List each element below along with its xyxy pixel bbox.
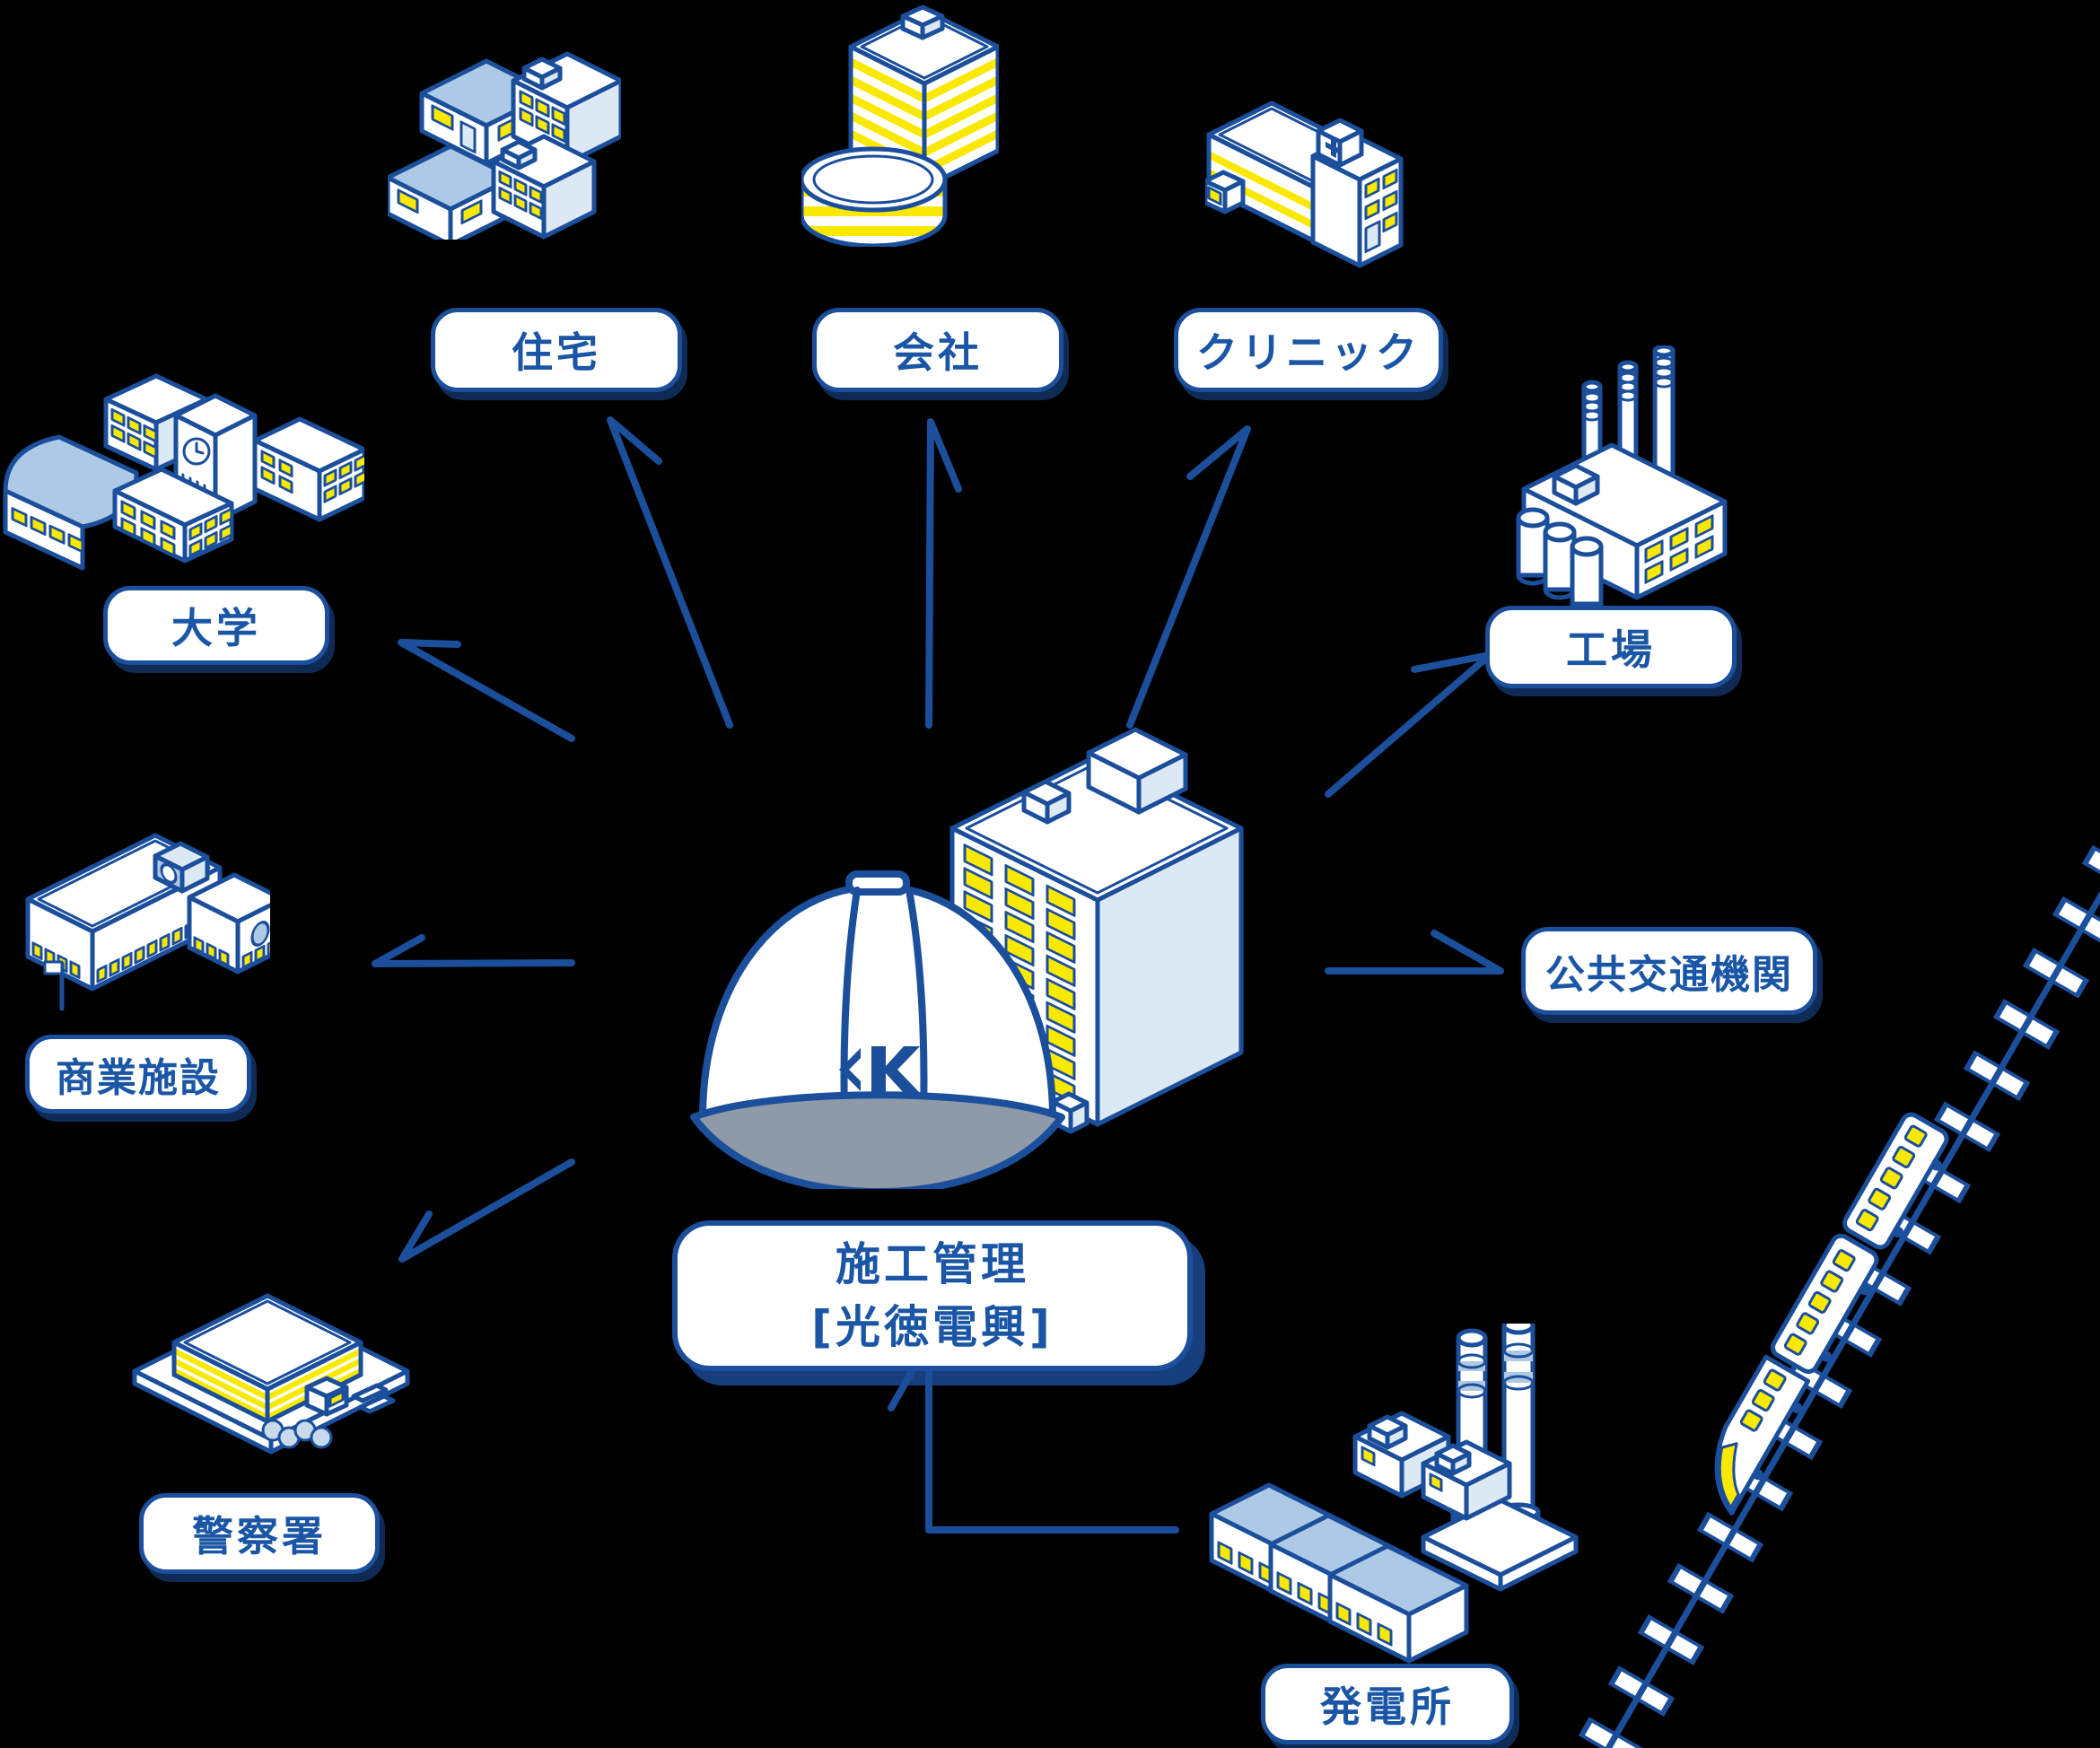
arrow-center-to-public-transport — [1325, 930, 1504, 975]
construction-management-icon — [690, 727, 1244, 1189]
university-icon — [3, 373, 364, 571]
node-label-public-transport-text: 公共交通機関 — [1545, 952, 1793, 998]
bush-icon — [261, 1419, 333, 1449]
node-label-university-text: 大学 — [171, 604, 261, 652]
arrow-center-to-factory — [1325, 651, 1493, 798]
medical-cross-icon — [1316, 118, 1364, 168]
node-label-company: 会社 — [812, 308, 1063, 392]
connection-arrows — [372, 416, 1504, 1534]
company-icon — [801, 4, 999, 247]
arrow-center-to-housing — [607, 416, 733, 729]
center-label-line1: 施工管理 — [836, 1238, 1029, 1290]
arrow-center-to-commercial — [372, 934, 575, 967]
turbine-hall-icon — [1327, 1543, 1469, 1664]
node-label-clinic: クリニック — [1174, 308, 1443, 392]
node-label-police-station: 警察署 — [139, 1493, 380, 1574]
gymnasium-icon — [3, 434, 139, 571]
center-label: 施工管理 [光徳電興] — [672, 1220, 1193, 1371]
factory-icon — [1516, 345, 1728, 615]
node-label-police-station-text: 警察署 — [192, 1512, 327, 1560]
kotoku-logo — [839, 1046, 920, 1093]
node-label-commercial-facility: 商業施設 — [25, 1035, 251, 1114]
arrow-center-to-clinic — [1126, 425, 1251, 729]
node-label-public-transport: 公共交通機関 — [1521, 927, 1817, 1015]
chimney-icon — [1581, 345, 1676, 490]
arrow-power-plant-to-center — [888, 1338, 1179, 1534]
node-label-housing: 住宅 — [431, 308, 682, 392]
node-label-factory: 工場 — [1485, 606, 1737, 688]
train-icon — [1714, 1112, 1949, 1516]
node-label-factory-text: 工場 — [1566, 625, 1656, 674]
arrow-center-to-company — [925, 418, 962, 729]
node-label-housing-text: 住宅 — [512, 328, 601, 377]
node-label-university: 大学 — [103, 586, 329, 665]
police-station-icon — [132, 1293, 410, 1455]
clinic-icon — [1205, 101, 1404, 268]
arrow-center-to-police — [398, 1158, 575, 1263]
node-label-commercial-facility-text: 商業施設 — [56, 1055, 221, 1101]
node-label-company-text: 会社 — [893, 328, 983, 377]
node-label-power-plant: 発電所 — [1261, 1664, 1514, 1744]
center-label-line2: [光徳電興] — [811, 1301, 1054, 1353]
clinic-tower — [1310, 118, 1404, 268]
commercial-facility-icon — [25, 833, 270, 1011]
power-plant-icon — [1209, 1324, 1579, 1664]
helmet-icon — [690, 870, 1065, 1189]
node-label-clinic-text: クリニック — [1196, 328, 1421, 377]
arrow-center-to-university — [398, 639, 575, 742]
flag-icon — [43, 960, 65, 1011]
steps-icon — [351, 1383, 396, 1414]
node-label-power-plant-text: 発電所 — [1320, 1682, 1455, 1731]
railway-track-icon — [1548, 843, 2100, 1748]
housing-icon — [388, 51, 621, 240]
